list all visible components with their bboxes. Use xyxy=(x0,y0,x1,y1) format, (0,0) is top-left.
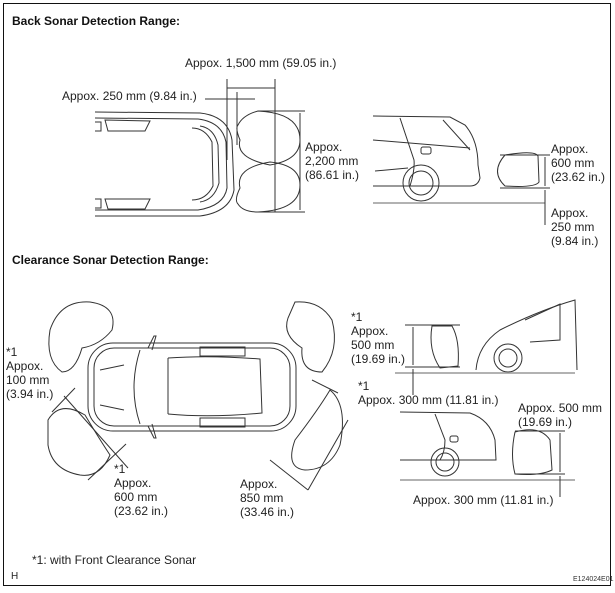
diagram-frame xyxy=(3,3,611,586)
front-side-dimension-lines xyxy=(405,324,460,395)
front-sonar-zone-side xyxy=(430,325,459,369)
label-rear-ground: Appox. 300 mm (11.81 in.) xyxy=(413,493,554,507)
top-view-car-rear xyxy=(94,111,235,217)
rear-sonar-zone-side xyxy=(512,429,553,475)
clearance-sonar-title: Clearance Sonar Detection Range: xyxy=(12,253,209,267)
clearance-zones xyxy=(47,301,343,476)
side-view-wagon-rear-2 xyxy=(399,411,497,477)
back-dimension-lines xyxy=(205,79,305,213)
label-front-corner-range: *1 Appox. 600 mm (23.62 in.) xyxy=(114,462,169,518)
label-rear-corner-range: Appox. 850 mm (33.46 in.) xyxy=(240,477,295,519)
label-width-range: Appox. 2,200 mm (86.61 in.) xyxy=(305,140,360,182)
side-dimension-lines xyxy=(500,154,550,225)
figure-id: E124024E01 xyxy=(573,576,614,583)
label-front-ground: *1 Appox. 300 mm (11.81 in.) xyxy=(358,379,499,407)
corner-mark: H xyxy=(11,571,19,582)
label-near-range: Appox. 250 mm (9.84 in.) xyxy=(62,89,197,103)
label-front-height: *1 Appox. 500 mm (19.69 in.) xyxy=(351,310,406,366)
label-height-range: Appox. 600 mm (23.62 in.) xyxy=(551,142,606,184)
side-view-front xyxy=(475,299,578,373)
side-view-wagon-rear xyxy=(372,115,481,202)
rear-side-dimension-lines xyxy=(515,430,565,497)
label-length-range: Appox. 1,500 mm (59.05 in.) xyxy=(185,56,337,70)
back-sonar-zone-side xyxy=(497,152,540,187)
top-view-car-full xyxy=(87,335,297,439)
label-ground-clearance: Appox. 250 mm (9.84 in.) xyxy=(551,206,599,248)
back-sonar-zone-top xyxy=(235,110,301,213)
label-front-corner-gap: *1 Appox. 100 mm (3.94 in.) xyxy=(6,345,54,401)
footnote: *1: with Front Clearance Sonar xyxy=(32,553,197,567)
back-sonar-title: Back Sonar Detection Range: xyxy=(12,14,181,28)
label-rear-height: Appox. 500 mm (19.69 in.) xyxy=(518,401,603,429)
clearance-dimension-lines xyxy=(51,379,349,491)
